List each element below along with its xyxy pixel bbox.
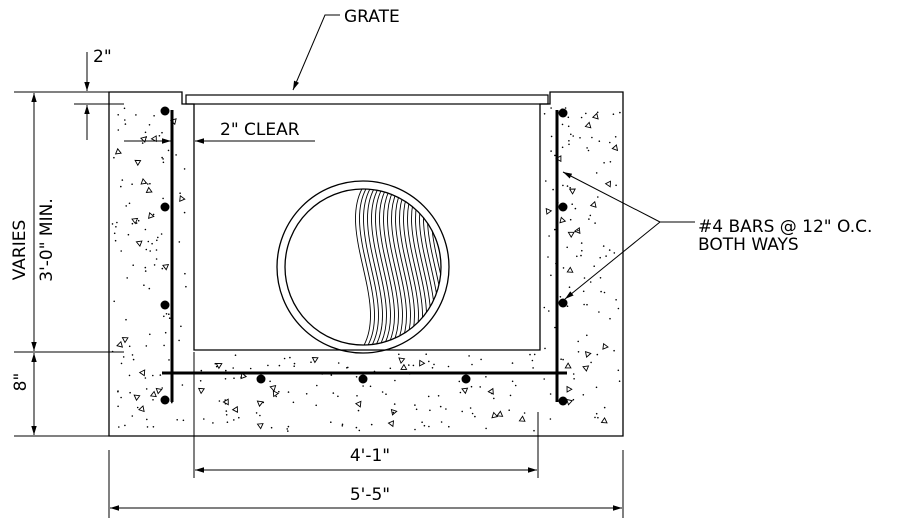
dimension-left <box>14 52 124 437</box>
leaders <box>292 14 695 300</box>
rebar-spec-label-2: BOTH WAYS <box>698 235 799 255</box>
grate <box>185 94 549 105</box>
min-height-label: 3'-0" MIN. <box>37 198 57 281</box>
rebar-dots <box>160 106 568 406</box>
top-cover-label: 2" <box>93 47 112 67</box>
dimension-bottom <box>108 352 624 518</box>
clear-cover-label: 2" CLEAR <box>220 120 300 140</box>
grate-label: GRATE <box>344 7 400 27</box>
slab-thickness-label: 8" <box>11 373 31 392</box>
outer-width-label: 5'-5" <box>350 485 390 505</box>
pipe <box>276 180 450 354</box>
varies-label: VARIES <box>10 220 30 281</box>
inner-width-label: 4'-1" <box>350 446 390 466</box>
concrete-stipple <box>111 107 621 432</box>
rebar <box>160 106 568 406</box>
rebar-spec-label: #4 BARS @ 12" O.C. <box>698 217 872 237</box>
